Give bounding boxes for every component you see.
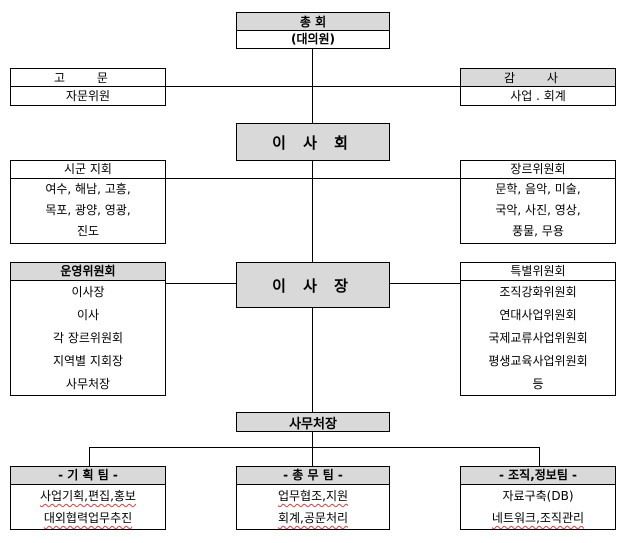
- planning-team-line-text: 대외협력업무추진: [43, 511, 133, 525]
- genre-committee-list: 문학, 음악, 미술, 국악, 사진, 영상, 풍물, 무용: [461, 179, 615, 242]
- general-affairs-team-line-text: 회계,공문처리: [277, 511, 349, 525]
- advisor-title: 고 문: [11, 69, 165, 87]
- advisor-box: 고 문 자문위원: [10, 68, 166, 106]
- org-info-team-list: 자료구축(DB) 네트워크,조직관리: [461, 485, 615, 529]
- advisor-body: 자문위원: [65, 89, 111, 103]
- branches-box: 시군 지회 여수, 해남, 고흥, 목포, 광양, 영광, 진도: [10, 160, 166, 244]
- special-committee-line: 국제교류사업위원회: [488, 331, 588, 345]
- branches-list: 여수, 해남, 고흥, 목포, 광양, 영광, 진도: [11, 179, 165, 242]
- planning-team-line: 사업기획,편집,홍보: [11, 485, 165, 507]
- branches-line: 여수, 해남, 고흥,: [45, 182, 131, 196]
- genre-committee-box: 장르위원회 문학, 음악, 미술, 국악, 사진, 영상, 풍물, 무용: [460, 160, 616, 244]
- branches-title: 시군 지회: [11, 161, 165, 179]
- operations-committee-box: 운영위원회 이사장 이사 각 장르위원회 지역별 지회장 사무처장: [10, 262, 166, 396]
- connector-advisor-auditor: [10, 86, 615, 87]
- special-committee-line: 조직강화위원회: [499, 285, 577, 299]
- operations-committee-line: 이사: [76, 308, 100, 322]
- org-info-team-line-text: 네트워크,조직관리: [491, 511, 585, 525]
- operations-committee-list: 이사장 이사 각 장르위원회 지역별 지회장 사무처장: [11, 281, 165, 396]
- auditor-body: 사업 . 회계: [510, 89, 566, 103]
- general-affairs-team-line: 회계,공문처리: [237, 507, 389, 529]
- planning-team-box: - 기 획 팀 - 사업기획,편집,홍보 대외협력업무추진: [10, 466, 166, 530]
- board-box: 이 사 회: [236, 123, 390, 161]
- special-committee-line: 등: [532, 377, 544, 391]
- operations-committee-title: 운영위원회: [11, 263, 165, 281]
- operations-committee-line: 지역별 지회장: [52, 354, 124, 368]
- genre-committee-line: 풍물, 무용: [512, 224, 564, 238]
- planning-team-line: 대외협력업무추진: [11, 507, 165, 529]
- general-assembly-box: 총 회 (대의원): [236, 12, 390, 49]
- special-committee-list: 조직강화위원회 연대사업위원회 국제교류사업위원회 평생교육사업위원회 등: [461, 281, 615, 396]
- org-info-team-box: - 조직,정보팀 - 자료구축(DB) 네트워크,조직관리: [460, 466, 616, 530]
- auditor-title: 감 사: [461, 69, 615, 87]
- general-affairs-team-line-text: 업무협조,지원: [277, 489, 349, 503]
- branches-line: 목포, 광양, 영광,: [45, 203, 131, 217]
- chairman-title: 이 사 장: [272, 276, 354, 295]
- genre-committee-line: 국악, 사진, 영상,: [495, 203, 581, 217]
- org-info-team-line: 자료구축(DB): [502, 489, 574, 503]
- genre-committee-line: 문학, 음악, 미술,: [495, 182, 581, 196]
- operations-committee-line: 각 장르위원회: [52, 331, 124, 345]
- connector-secretary-down: [312, 431, 313, 447]
- general-affairs-team-title: - 총 무 팀 -: [237, 467, 389, 485]
- connector-team-right: [539, 447, 540, 466]
- connector-team-center: [312, 447, 313, 466]
- connector-branches-genre: [10, 178, 615, 179]
- connector-trunk: [312, 48, 313, 412]
- general-affairs-team-line: 업무협조,지원: [237, 485, 389, 507]
- special-committee-line: 평생교육사업위원회: [488, 354, 588, 368]
- operations-committee-line: 이사장: [71, 285, 105, 299]
- auditor-box: 감 사 사업 . 회계: [460, 68, 616, 106]
- org-info-team-line: 네트워크,조직관리: [461, 507, 615, 529]
- general-affairs-team-box: - 총 무 팀 - 업무협조,지원 회계,공문처리: [236, 466, 390, 530]
- special-committee-box: 특별위원회 조직강화위원회 연대사업위원회 국제교류사업위원회 평생교육사업위원…: [460, 262, 616, 396]
- special-committee-title: 특별위원회: [461, 263, 615, 281]
- operations-committee-line: 사무처장: [65, 377, 111, 391]
- general-assembly-title: 총 회: [237, 13, 389, 31]
- genre-committee-title: 장르위원회: [461, 161, 615, 179]
- planning-team-title: - 기 획 팀 -: [11, 467, 165, 485]
- special-committee-line: 연대사업위원회: [499, 308, 577, 322]
- connector-teams-horizontal: [89, 447, 540, 448]
- branches-line: 진도: [76, 224, 100, 238]
- chairman-box: 이 사 장: [236, 262, 390, 308]
- planning-team-line-text: 사업기획,편집,홍보: [40, 489, 136, 503]
- general-assembly-subtitle: (대의원): [290, 32, 336, 46]
- org-info-team-title: - 조직,정보팀 -: [461, 467, 615, 485]
- general-affairs-team-list: 업무협조,지원 회계,공문처리: [237, 485, 389, 529]
- board-title: 이 사 회: [272, 133, 354, 152]
- connector-team-left: [89, 447, 90, 466]
- secretary-general-title: 사무처장: [289, 416, 337, 432]
- secretary-general-box: 사무처장: [236, 412, 390, 432]
- planning-team-list: 사업기획,편집,홍보 대외협력업무추진: [11, 485, 165, 529]
